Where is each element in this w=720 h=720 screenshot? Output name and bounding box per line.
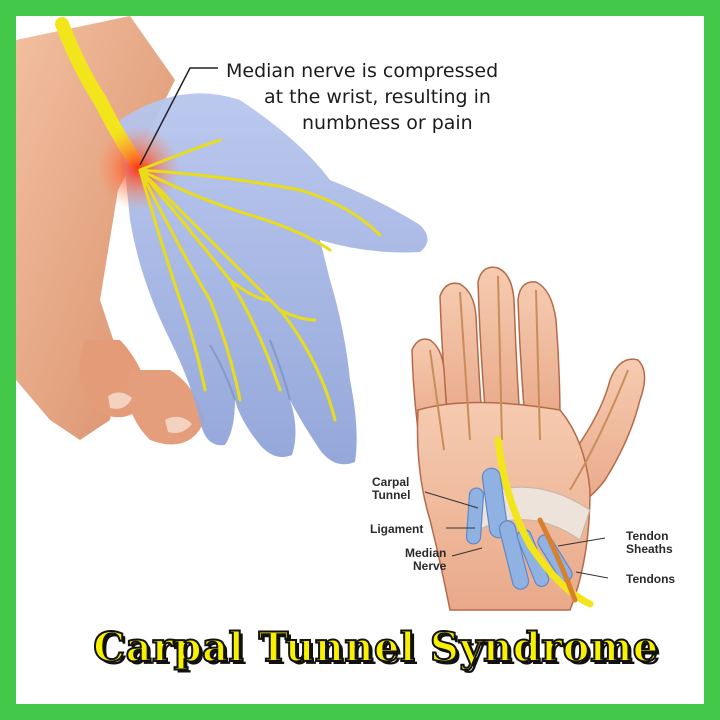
label-ligament: Ligament: [370, 522, 424, 536]
label-sheaths-line1: Tendon: [626, 529, 669, 543]
label-tendons: Tendons: [626, 572, 676, 586]
label-carpal-line2: Tunnel: [372, 488, 411, 502]
fingernail-1: [108, 392, 132, 409]
detail-tendons: [537, 517, 578, 603]
caption-line-1: Median nerve is compressed: [226, 60, 499, 82]
fingernail-2: [165, 416, 192, 433]
detail-hand: [411, 266, 646, 611]
tendon-sheaths: [465, 467, 573, 590]
finger-crease-2: [209, 344, 236, 401]
illustration: [16, 16, 646, 611]
main-hand: [16, 16, 428, 465]
label-sheaths-line2: Sheaths: [626, 542, 673, 556]
median-nerve-caption: Median nerve is compressed at the wrist,…: [226, 58, 498, 136]
finger-tendons: [429, 275, 629, 491]
caption-line-3: numbness or pain: [302, 112, 473, 134]
label-median-nerve: Median Nerve: [405, 547, 446, 573]
label-carpal-line1: Carpal: [372, 475, 410, 489]
label-tendon-sheaths: Tendon Sheaths: [626, 530, 673, 556]
finger-crease-1: [269, 339, 291, 401]
page-title: Carpal Tunnel Syndrome: [92, 623, 659, 672]
label-median-line1: Median: [405, 546, 447, 560]
palm-overlay: [120, 93, 428, 465]
label-median-line2: Nerve: [412, 559, 447, 573]
annotation-leader: [139, 67, 218, 166]
label-carpal-tunnel: Carpal Tunnel: [372, 476, 410, 502]
detail-leaders: [424, 491, 609, 579]
detail-finger-index: [517, 281, 561, 421]
nerve-branches: [138, 138, 382, 422]
caption-line-2: at the wrist, resulting in: [264, 86, 491, 108]
